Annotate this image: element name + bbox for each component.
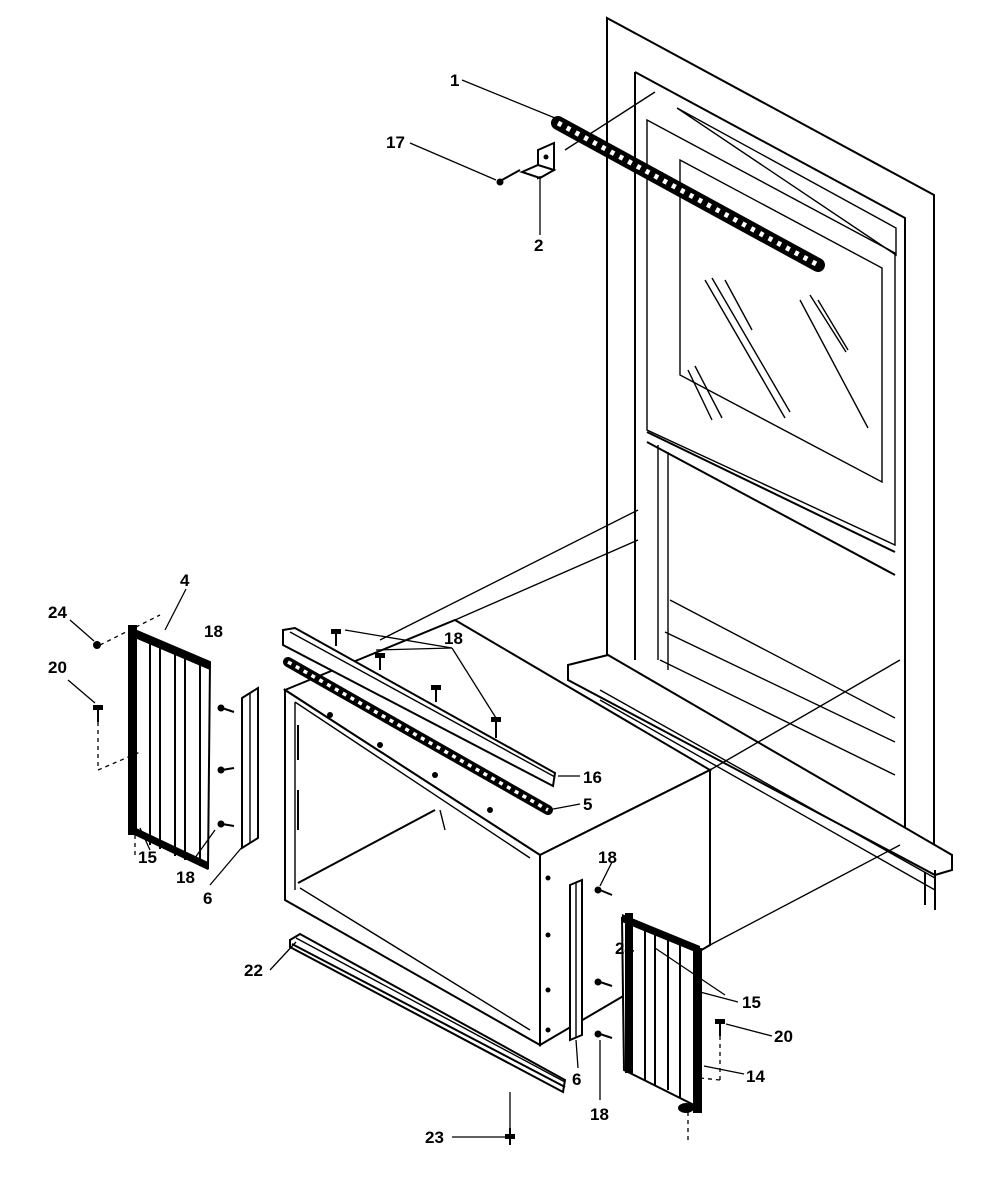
leader-lines <box>67 79 773 1138</box>
nut-icon <box>93 641 101 649</box>
dashed-alignment-lines <box>97 614 721 1140</box>
screw-icon <box>217 820 235 828</box>
callout-2: 2 <box>534 236 543 255</box>
part-5-foam-seal <box>283 657 553 815</box>
callout-24-right: 24 <box>615 939 634 958</box>
callout-18-right-top: 18 <box>598 848 617 867</box>
right-side-strip-6 <box>569 878 583 1042</box>
projection-lines <box>379 91 901 946</box>
screw-icon <box>594 1030 613 1039</box>
callout-17: 17 <box>386 133 405 152</box>
screw-icon <box>93 705 103 722</box>
screw-icon <box>331 629 341 646</box>
screw-icon <box>431 685 441 702</box>
part-2-bracket <box>519 141 557 180</box>
callout-15-left: 15 <box>138 848 157 867</box>
cabinet-sleeve <box>282 618 713 1047</box>
screw-icon <box>375 653 385 670</box>
callout-15-right: 15 <box>742 993 761 1012</box>
part-16-top-rail <box>282 626 557 788</box>
callout-14: 14 <box>746 1067 765 1086</box>
callout-6-right: 6 <box>572 1070 581 1089</box>
screw-icon <box>217 766 235 774</box>
callout-18-left-top: 18 <box>204 622 223 641</box>
left-side-strip-6 <box>241 686 259 850</box>
screws <box>93 169 725 1145</box>
screw-icon <box>715 1019 725 1036</box>
window-frame <box>567 16 953 910</box>
part-22-bottom-rail <box>289 932 567 1094</box>
callout-16: 16 <box>583 768 602 787</box>
callout-23: 23 <box>425 1128 444 1147</box>
callout-5: 5 <box>583 795 592 814</box>
callout-18-left-bottom: 18 <box>176 868 195 887</box>
left-curtain-panel <box>128 625 212 870</box>
callout-4: 4 <box>180 571 190 590</box>
screw-icon <box>491 717 501 738</box>
callout-20-left: 20 <box>48 658 67 677</box>
screw-icon <box>594 978 613 987</box>
callout-labels: 1 17 2 4 24 18 18 20 16 5 15 18 18 6 24 … <box>48 71 793 1147</box>
callout-24-left: 24 <box>48 603 67 622</box>
screw-icon <box>505 1128 515 1145</box>
callout-18-top: 18 <box>444 629 463 648</box>
callout-22: 22 <box>244 961 263 980</box>
screw-icon <box>594 886 613 896</box>
callout-1: 1 <box>450 71 459 90</box>
callout-18-right-bottom: 18 <box>590 1105 609 1124</box>
part-1-foam-seal <box>551 116 825 272</box>
screw-icon <box>496 169 521 186</box>
callout-20-right: 20 <box>774 1027 793 1046</box>
callout-6-left: 6 <box>203 889 212 908</box>
right-curtain-panel <box>620 913 702 1113</box>
screw-icon <box>217 704 235 713</box>
